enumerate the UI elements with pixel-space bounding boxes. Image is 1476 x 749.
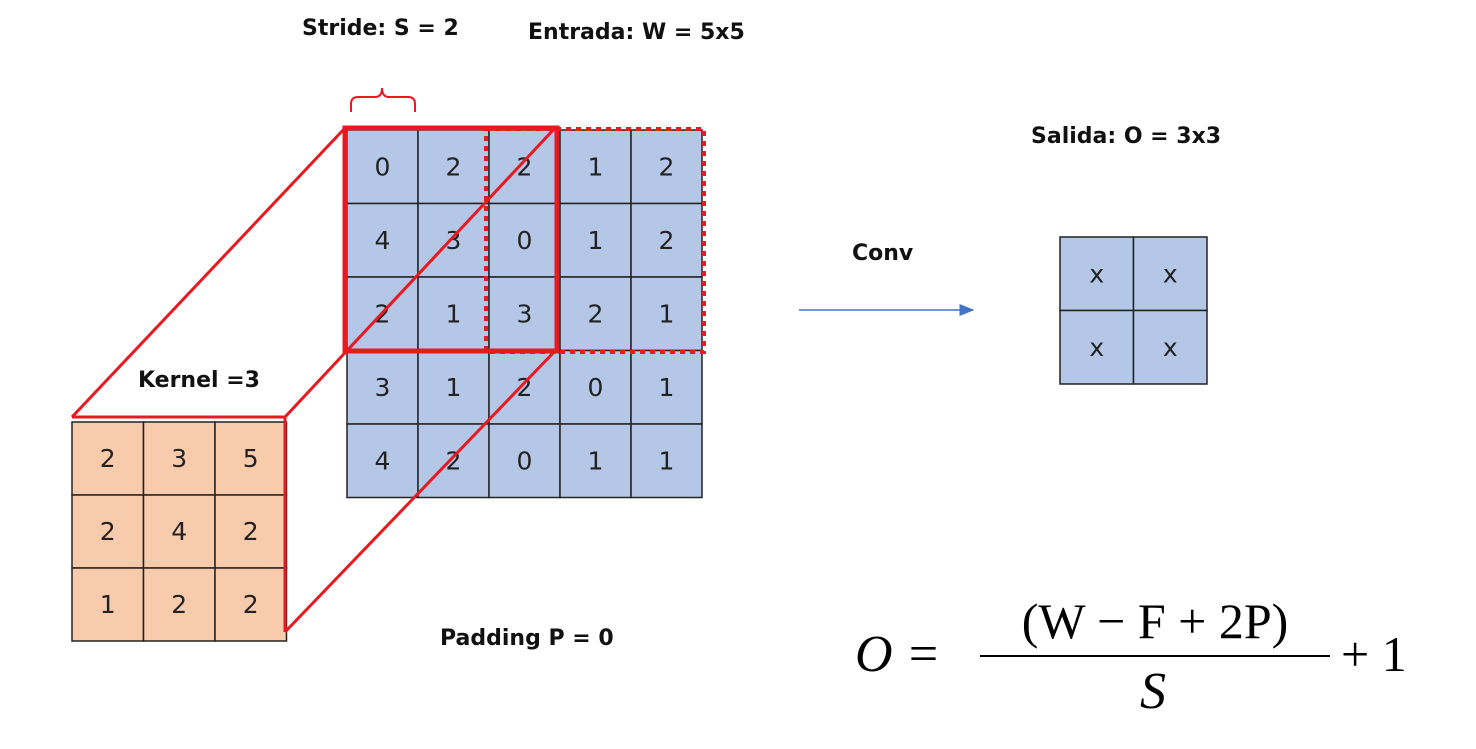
input-cell-value: 1 <box>446 299 462 328</box>
input-cell-value: 2 <box>659 226 675 255</box>
input-cell <box>630 276 703 352</box>
input-cell-value: 0 <box>517 226 533 255</box>
kernel-cell-value: 1 <box>100 590 116 619</box>
stride-brace <box>350 87 416 112</box>
input-cell-value: 1 <box>659 299 675 328</box>
input-cell <box>346 423 419 499</box>
input-cell <box>630 349 703 425</box>
input-cell-value: 4 <box>375 226 391 255</box>
input-cell-value: 0 <box>588 373 604 402</box>
input-cell <box>488 423 561 499</box>
kernel-cell <box>71 567 145 642</box>
input-cell <box>630 202 703 278</box>
output-formula: O = (W − F + 2P) S + 1 <box>855 593 1407 720</box>
input-cell-value: 0 <box>517 446 533 475</box>
kernel-cell-value: 3 <box>171 444 187 473</box>
kernel-matrix: 2 3 5 2 4 2 1 2 2 <box>71 421 288 642</box>
kernel-cell <box>142 494 216 569</box>
formula-numerator: (W − F + 2P) <box>1022 593 1289 649</box>
input-cell-value: 1 <box>588 226 604 255</box>
input-size-label: Entrada: W = 5x5 <box>528 20 745 45</box>
input-cell-value: 1 <box>659 373 675 402</box>
kernel-window <box>342 125 560 354</box>
input-cell-value: 0 <box>375 152 391 181</box>
input-cell-value: 1 <box>588 152 604 181</box>
input-cell <box>488 202 561 278</box>
output-cell-value: x <box>1163 259 1178 288</box>
kernel-cell-value: 2 <box>171 590 187 619</box>
kernel-cell-value: 5 <box>243 444 259 473</box>
input-cell-value: 2 <box>659 152 675 181</box>
input-cell-value: 2 <box>517 152 533 181</box>
input-cell <box>559 423 632 499</box>
output-cell-value: x <box>1089 333 1104 362</box>
input-cell <box>488 276 561 352</box>
input-cell-value: 1 <box>659 446 675 475</box>
kernel-cell <box>71 421 145 496</box>
stride-overlay <box>70 125 706 634</box>
input-cell-value: 3 <box>375 373 391 402</box>
output-cell-value: x <box>1089 259 1104 288</box>
kernel-cell <box>142 567 216 642</box>
kernel-cell-value: 2 <box>100 444 116 473</box>
stride-label: Stride: S = 2 <box>302 16 459 41</box>
input-cell-value: 2 <box>588 299 604 328</box>
input-cell-value: 4 <box>375 446 391 475</box>
kernel-cell-value: 2 <box>100 517 116 546</box>
kernel-cell <box>71 494 145 569</box>
input-cell <box>417 276 490 352</box>
kernel-cell-value: 2 <box>243 517 259 546</box>
formula-tail: + 1 <box>1341 626 1407 682</box>
kernel-cell-value: 4 <box>171 517 187 546</box>
input-cell <box>417 202 490 278</box>
input-cell-value: 3 <box>517 299 533 328</box>
output-size-label: Salida: O = 3x3 <box>1031 124 1222 149</box>
conv-label: Conv <box>852 241 914 266</box>
kernel-cell-value: 2 <box>243 590 259 619</box>
kernel-cell <box>214 421 288 496</box>
output-cell-value: x <box>1163 333 1178 362</box>
projection-line <box>70 126 347 419</box>
formula-denominator: S <box>1140 663 1166 720</box>
input-cell-value: 2 <box>446 152 462 181</box>
kernel-label: Kernel =3 <box>138 368 260 393</box>
projection-line <box>283 349 557 634</box>
input-cell <box>630 423 703 499</box>
output-cell <box>1132 309 1208 385</box>
input-cell-value: 1 <box>588 446 604 475</box>
input-cell <box>559 129 632 205</box>
padding-label: Padding P = 0 <box>440 626 614 651</box>
output-matrix: x x x x <box>1059 236 1208 385</box>
stride-window-dashed <box>484 127 706 354</box>
input-cell <box>417 349 490 425</box>
input-cell-value: 1 <box>446 373 462 402</box>
input-cell <box>559 349 632 425</box>
input-matrix: 0221243012213213120142011 <box>346 129 703 499</box>
projection-line <box>283 126 557 419</box>
formula-lhs: O = <box>855 626 941 683</box>
